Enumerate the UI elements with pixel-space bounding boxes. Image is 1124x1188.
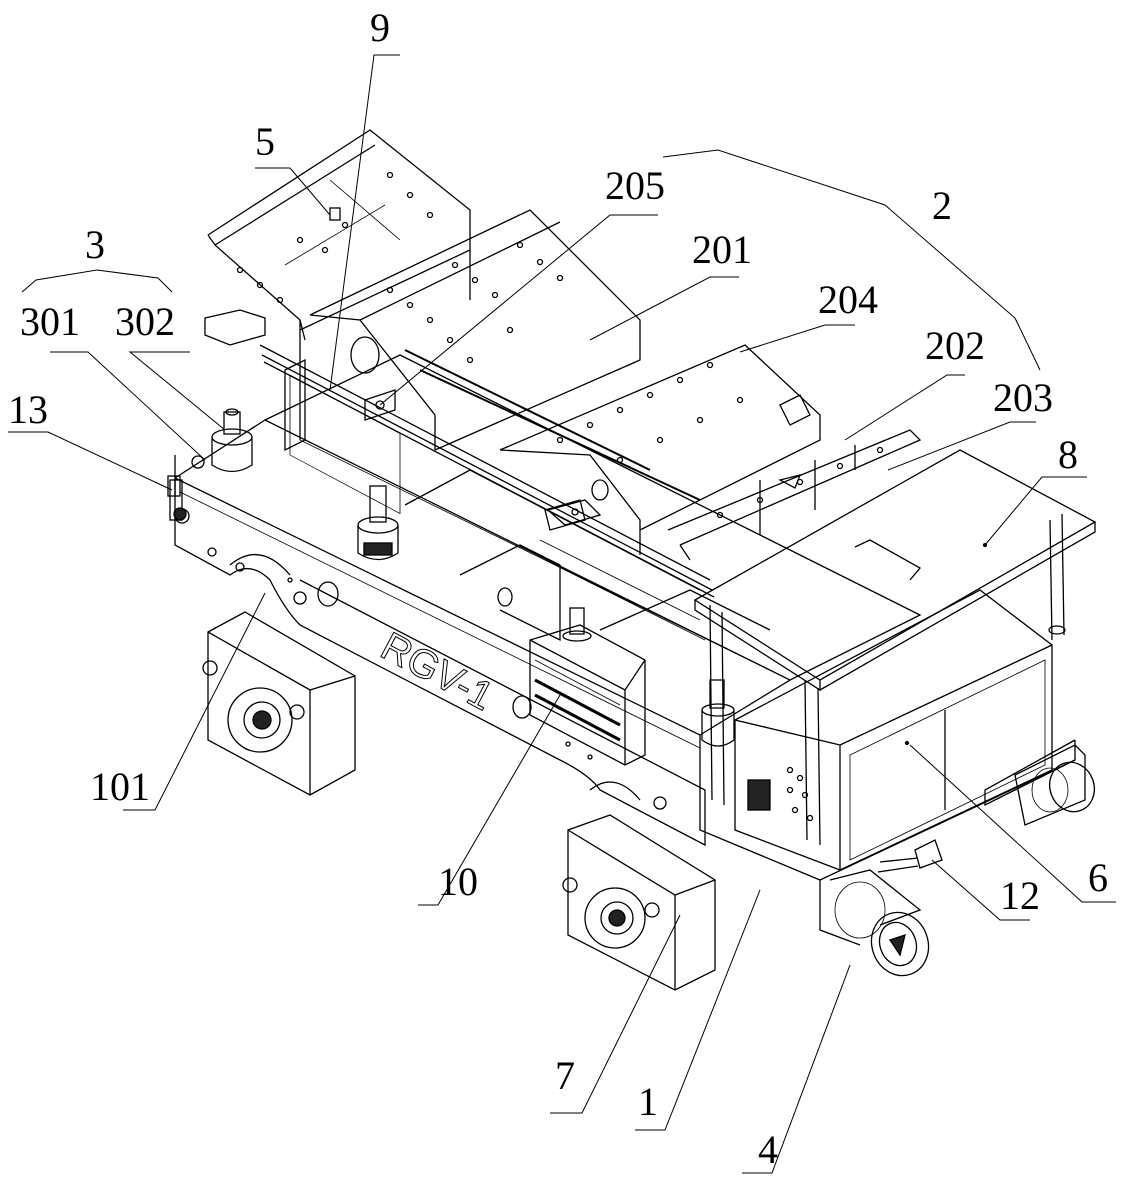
- support-saddle-rear: [204, 129, 471, 440]
- leader-9: [329, 54, 400, 391]
- wheel-box-rear: [202, 611, 356, 796]
- callout-204: 204: [818, 277, 878, 322]
- callout-101: 101: [90, 764, 150, 809]
- brace-2: [662, 149, 1041, 371]
- callout-9: 9: [370, 5, 390, 50]
- callout-4: 4: [758, 1127, 778, 1172]
- callout-301: 301: [20, 299, 80, 344]
- lifting-cylinder-right: [701, 679, 735, 747]
- callout-201: 201: [692, 227, 752, 272]
- leader-4: [742, 964, 851, 1174]
- lifting-cylinder-center: [562, 607, 592, 642]
- leader-7: [550, 914, 681, 1114]
- callout-13: 13: [8, 387, 48, 432]
- callout-203: 203: [993, 375, 1053, 420]
- callout-12: 12: [1000, 873, 1040, 918]
- lifting-cylinder-left: [191, 408, 253, 473]
- emergency-switch: [167, 475, 187, 521]
- vehicle-marking: RGV-1: [374, 624, 501, 719]
- callout-5: 5: [255, 119, 275, 164]
- leader-302: [128, 351, 226, 431]
- support-saddle-edge: [667, 429, 922, 561]
- leader-12: [931, 859, 1030, 921]
- leader-5: [255, 167, 331, 216]
- top-cover: [693, 449, 1097, 846]
- drive-motor-rear: [1031, 761, 1096, 813]
- leader-13: [8, 431, 173, 491]
- leader-203: [887, 421, 1036, 471]
- callout-202: 202: [925, 323, 985, 368]
- callout-10: 10: [438, 859, 478, 904]
- battery-box: [699, 589, 1076, 881]
- leader-lines: [8, 54, 1116, 1174]
- leader-301: [50, 351, 206, 461]
- callout-302: 302: [115, 299, 175, 344]
- support-saddle-mid: [284, 209, 641, 515]
- control-box: [529, 624, 646, 766]
- leader-204: [739, 324, 855, 353]
- leader-1: [635, 889, 761, 1131]
- leader-201: [589, 276, 739, 341]
- brace-3: [21, 269, 173, 293]
- lifting-cylinder-middle: [357, 485, 399, 561]
- leader-10: [418, 694, 561, 906]
- callout-8: 8: [1058, 432, 1078, 477]
- callout-1: 1: [638, 1079, 658, 1124]
- leader-202: [844, 374, 965, 441]
- leader-101: [123, 592, 266, 811]
- drive-motor-front: [819, 869, 930, 977]
- leader-8: [984, 476, 1087, 546]
- guide-rails: [259, 344, 715, 598]
- callout-6: 6: [1088, 855, 1108, 900]
- chassis-frame: [169, 419, 792, 847]
- leader-6: [909, 744, 1116, 903]
- support-saddle-front: [499, 344, 821, 555]
- leader-205: [379, 214, 658, 406]
- callout-2: 2: [932, 183, 952, 228]
- callout-7: 7: [555, 1053, 575, 1098]
- wheel-box-front: [562, 814, 716, 991]
- callout-205: 205: [605, 163, 665, 208]
- callout-3: 3: [85, 222, 105, 267]
- position-sensor: [877, 839, 943, 873]
- wheel-box-right: [1014, 744, 1086, 826]
